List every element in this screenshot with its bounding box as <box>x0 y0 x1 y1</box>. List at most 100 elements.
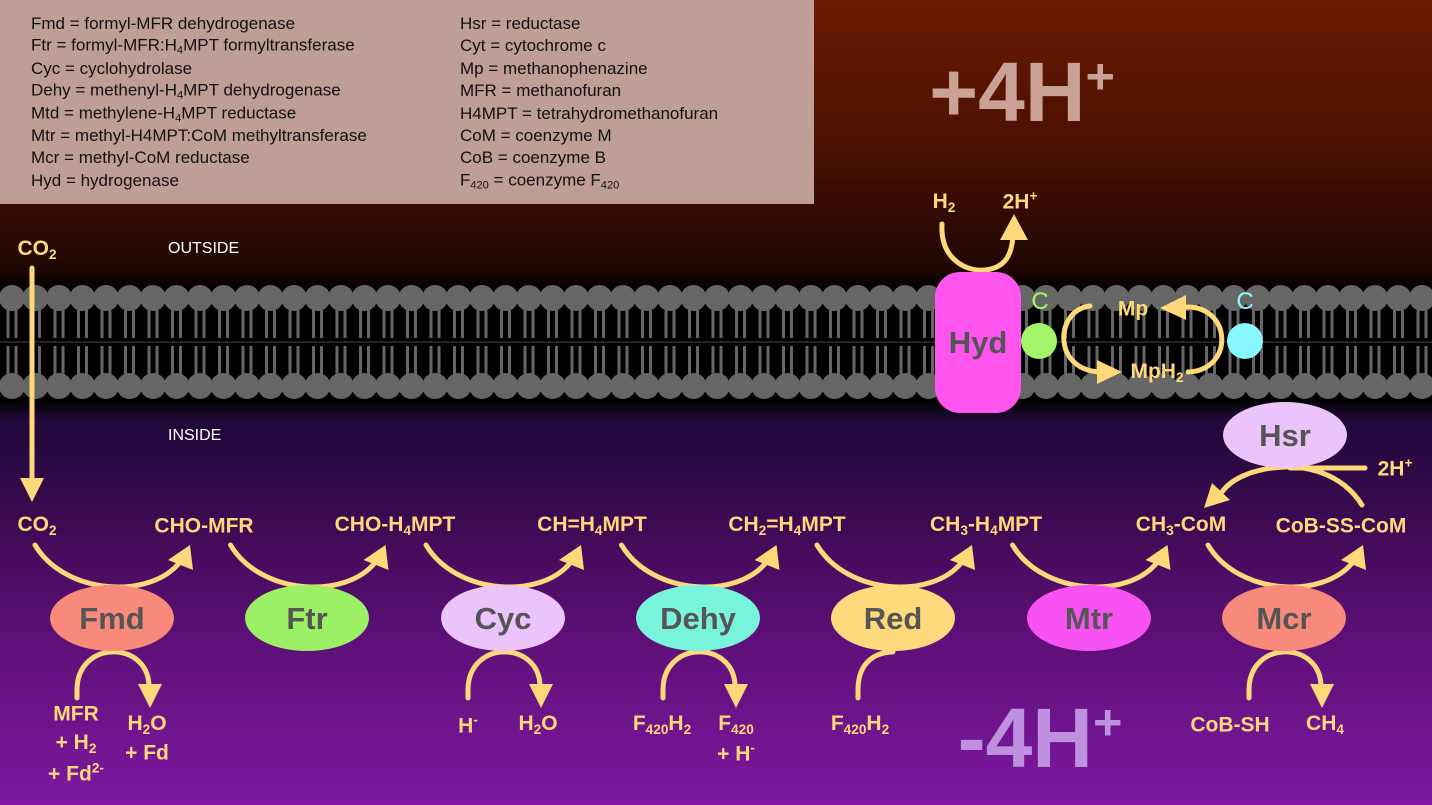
membrane <box>0 285 1432 399</box>
lipid-head <box>563 285 589 311</box>
subscript: 4 <box>175 112 182 125</box>
lipid-head <box>116 373 143 399</box>
shapes <box>50 272 1347 651</box>
lipid-head <box>492 373 519 399</box>
arrow-head-icon <box>168 545 193 570</box>
enzyme-label: Dehy <box>660 601 736 636</box>
text-segment: Fmd = formyl-MFR dehydrogenase <box>31 14 296 33</box>
lipid-head <box>821 373 848 399</box>
legend-entry: Hsr = reductase <box>460 14 580 34</box>
text-segment: Dehy = methenyl-H <box>31 80 177 100</box>
lipid-head <box>1315 285 1341 311</box>
legend-entry: Mtr = methyl-H4MPT:CoM methyltransferase <box>31 126 367 146</box>
lipid-head <box>1033 373 1059 399</box>
lipid-head <box>281 285 307 311</box>
lipid-head <box>257 285 284 311</box>
cytochrome-c-right <box>1227 323 1263 359</box>
red-input-label: F420H2 <box>831 713 889 737</box>
reaction-arc <box>228 542 378 590</box>
compound-label: CH3-H4MPT <box>930 514 1042 538</box>
text-segment: MPT <box>997 513 1043 537</box>
lipid-head <box>1291 373 1318 399</box>
text-segment: MPT formyltransferase <box>183 35 355 55</box>
lipid-head <box>398 285 425 311</box>
lipid-head <box>304 373 331 399</box>
legend-entry: Ftr = formyl-MFR:H4MPT formyltransferase <box>31 36 355 57</box>
text-segment: =H <box>766 513 794 537</box>
arrow-head-icon <box>950 545 975 570</box>
lipid-head <box>751 285 777 311</box>
arrow-head-icon <box>724 684 748 708</box>
text-segment: MPT reductase <box>181 102 297 122</box>
arrow-head-icon <box>754 545 780 570</box>
reaction-arc <box>1010 542 1160 590</box>
lipid-head <box>1056 373 1083 399</box>
enzyme-label: Fmd <box>79 601 145 636</box>
lipid-head <box>422 373 448 399</box>
arrow-head-icon <box>1000 214 1028 240</box>
lipid-head <box>304 285 331 311</box>
subscript: 4 <box>176 89 184 102</box>
outside-label: OUTSIDE <box>168 240 240 257</box>
lipid-head <box>445 285 472 311</box>
lipid-head <box>1291 285 1318 311</box>
arrow-head-icon <box>1097 360 1122 384</box>
proton-gradient-outside: +4H+ <box>929 50 1115 134</box>
compound-label: CoB-SS-CoM <box>1276 516 1407 537</box>
legend-entry: CoB = coenzyme B <box>460 148 606 168</box>
arrow-head-icon <box>529 684 553 708</box>
subscript: 4 <box>176 45 184 58</box>
text-segment: CH=H <box>537 513 595 537</box>
hsr-enzyme <box>1223 402 1347 468</box>
lipid-head <box>1221 373 1247 399</box>
cofactor-arc <box>465 649 543 701</box>
subscript: 420 <box>843 722 867 738</box>
cofactor-arc <box>660 649 738 701</box>
lipid-head <box>140 373 166 399</box>
text-segment: Cyc = cyclohydrolase <box>31 58 193 78</box>
hsr-proton-label: 2H+ <box>1378 456 1413 480</box>
subscript: 2 <box>683 722 692 738</box>
cofactor-arc <box>855 649 896 701</box>
lipid-head <box>469 285 495 311</box>
text-segment: CH <box>728 513 759 537</box>
arrow-head-icon <box>1160 295 1186 320</box>
lipid-head <box>93 373 119 399</box>
enzyme-fmd <box>50 585 174 651</box>
subscript: 420 <box>645 722 669 738</box>
compound-label: CO2 <box>17 514 56 538</box>
legend-entry: CoM = coenzyme M <box>460 126 612 146</box>
text-segment: F <box>830 712 844 736</box>
lipid-head <box>0 373 25 399</box>
lipid-head <box>187 373 213 399</box>
cofactor-arc <box>74 649 152 701</box>
lipid-head <box>680 373 707 399</box>
legend-entry: Hyd = hydrogenase <box>31 171 179 191</box>
lipid-head <box>469 373 495 399</box>
lipid-head <box>845 373 871 399</box>
proton-gradient-inside: -4H+ <box>958 696 1123 780</box>
text-segment: + Fd <box>125 741 169 765</box>
supscript: - <box>473 712 478 728</box>
cyc-input-label: H- <box>458 712 478 737</box>
enzyme-label: Cyc <box>474 601 532 636</box>
lipid-head <box>680 285 707 311</box>
compound-label: CH=H4MPT <box>537 514 647 538</box>
lipid-head <box>1150 373 1177 399</box>
legend-entry: Mp = methanophenazine <box>460 59 648 79</box>
subscript: 420 <box>731 722 754 738</box>
hyd-arc <box>939 221 1016 273</box>
lipid-head <box>892 373 918 399</box>
subscript: 4 <box>1336 722 1344 738</box>
text-segment: CoB = coenzyme B <box>460 148 606 168</box>
cyc-output-label: H2O <box>518 713 557 737</box>
text-segment: CHO-MFR <box>154 514 254 538</box>
lipid-head <box>0 285 25 311</box>
lipid-head <box>1362 285 1388 311</box>
lipid-head <box>69 285 96 311</box>
lipid-head <box>351 373 378 399</box>
text-segment: +4H <box>929 45 1086 139</box>
lipid-head <box>398 373 425 399</box>
lipid-head <box>163 285 190 311</box>
